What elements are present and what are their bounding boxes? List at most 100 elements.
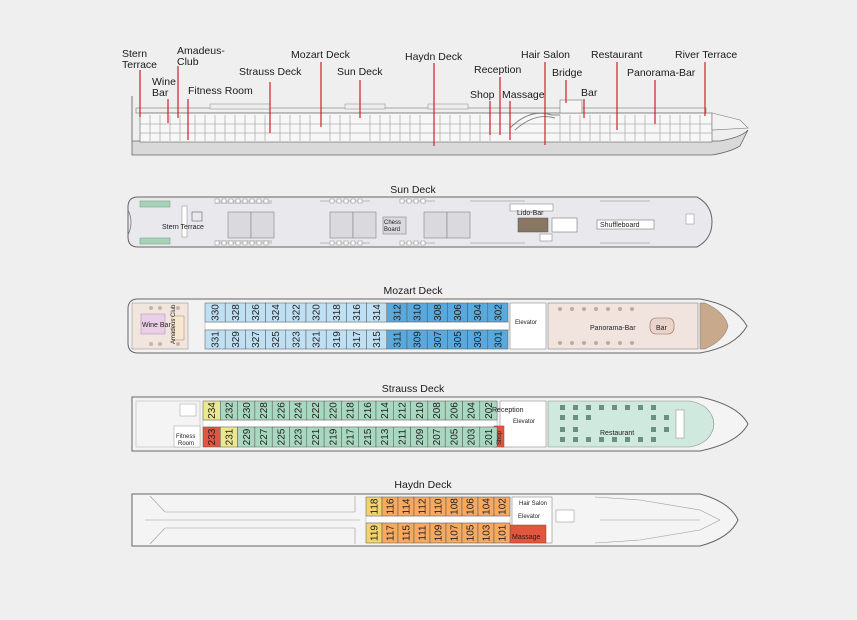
cabin-number: 224 — [294, 402, 305, 419]
haydn-elevator: Elevator — [518, 514, 540, 520]
label-wine-bar-1: Wine — [152, 76, 176, 88]
cabin-number: 229 — [242, 428, 253, 445]
mozart-bar: Bar — [656, 325, 668, 332]
cabin-number: 231 — [224, 428, 235, 445]
cabin-number: 218 — [346, 402, 357, 419]
cabin-cell — [493, 496, 511, 517]
cabin-number: 209 — [415, 428, 426, 445]
cabin-number: 309 — [413, 331, 424, 348]
strauss-fitness-1: Fitness — [176, 434, 195, 440]
label-reception: Reception — [474, 64, 521, 76]
cabin-number: 116 — [386, 498, 397, 514]
cabin-number: 308 — [433, 304, 444, 321]
cabin-number: 227 — [259, 428, 270, 445]
mozart-amadeus-club: Amadeus Club — [171, 304, 177, 344]
cabin-number: 118 — [370, 498, 381, 514]
cabin-number: 325 — [271, 331, 282, 348]
cabin-number: 311 — [392, 331, 403, 347]
cabin-number: 314 — [372, 304, 383, 321]
cabin-number: 220 — [328, 402, 339, 419]
cabin-number: 316 — [352, 304, 363, 321]
cabin-number: 233 — [207, 428, 218, 445]
label-restaurant: Restaurant — [591, 49, 642, 61]
cabin-number: 228 — [259, 402, 270, 419]
label-river-terrace: River Terrace — [675, 49, 737, 61]
cabin-number: 114 — [402, 498, 413, 514]
cabin-number: 331 — [211, 331, 222, 348]
label-hair-salon: Hair Salon — [521, 49, 570, 61]
cabin-number: 207 — [432, 428, 443, 445]
label-stern-terrace-2: Terrace — [122, 59, 157, 71]
cabin-number: 323 — [291, 331, 302, 348]
cabin-number: 221 — [311, 428, 322, 445]
cabin-number: 107 — [450, 524, 461, 541]
cabin-number: 214 — [380, 402, 391, 419]
cabin-number: 210 — [415, 402, 426, 419]
cabin-number: 108 — [450, 498, 461, 515]
label-strauss-deck: Strauss Deck — [239, 66, 302, 78]
cabin-number: 225 — [276, 428, 287, 445]
cabin-number: 222 — [311, 402, 322, 419]
cabin-cell — [487, 329, 509, 350]
cabin-number: 101 — [498, 524, 509, 541]
cabin-cell — [479, 426, 498, 448]
cabin-number: 303 — [473, 331, 484, 348]
profile-labels: Stern Terrace Wine Bar Amadeus- Club Fit… — [122, 45, 737, 101]
cabin-number: 117 — [386, 525, 397, 541]
label-bar: Bar — [581, 87, 598, 99]
strauss-shop: Shop — [497, 430, 503, 445]
cabin-number: 219 — [328, 428, 339, 445]
cabin-number: 317 — [352, 331, 363, 348]
label-amadeus-club-1: Amadeus- — [177, 45, 225, 57]
cabin-number: 115 — [402, 525, 413, 541]
sun-deck-lido-bar: Lido-Bar — [517, 210, 544, 217]
label-fitness-room: Fitness Room — [188, 85, 253, 97]
label-massage: Massage — [502, 89, 545, 101]
cabin-number: 208 — [432, 402, 443, 419]
label-stern-terrace-1: Stern — [122, 48, 147, 60]
cabin-number: 310 — [413, 304, 424, 321]
cabin-number: 223 — [294, 428, 305, 445]
cabin-number: 329 — [231, 331, 242, 348]
cabin-number: 201 — [484, 428, 495, 445]
cabin-number: 226 — [276, 402, 287, 419]
cabin-number: 326 — [251, 304, 262, 321]
cabin-number: 104 — [482, 498, 493, 515]
mozart-deck-title: Mozart Deck — [384, 285, 444, 297]
sun-deck-shuffleboard: Shuffleboard — [600, 222, 640, 229]
cabin-number: 304 — [473, 304, 484, 321]
cabin-cell — [479, 400, 498, 421]
cabin-number: 322 — [291, 304, 302, 321]
cabin-number: 230 — [242, 402, 253, 419]
cabin-number: 202 — [484, 402, 495, 419]
cabin-number: 234 — [207, 402, 218, 419]
cabin-number: 205 — [449, 428, 460, 445]
cabin-number: 102 — [498, 498, 509, 515]
sun-deck-plan — [127, 196, 713, 248]
cabin-number: 110 — [434, 498, 445, 514]
cabin-number: 103 — [482, 524, 493, 541]
cabin-number: 319 — [332, 331, 343, 348]
label-shop: Shop — [470, 89, 495, 101]
strauss-deck-title: Strauss Deck — [382, 383, 445, 395]
strauss-fitness-2: Room — [178, 441, 194, 447]
sun-deck-chess-1: Chess — [384, 220, 401, 226]
cabin-number: 305 — [453, 331, 464, 348]
mozart-panorama-bar: Panorama-Bar — [590, 325, 636, 332]
cabin-number: 312 — [392, 304, 403, 321]
cabin-number: 211 — [397, 429, 408, 445]
cabin-number: 204 — [467, 402, 478, 419]
mozart-elevator: Elevator — [515, 320, 537, 326]
cabin-number: 109 — [434, 524, 445, 541]
cabin-number: 232 — [224, 402, 235, 419]
cabin-number: 111 — [418, 525, 429, 541]
cabin-number: 321 — [312, 331, 323, 348]
haydn-deck-title: Haydn Deck — [394, 479, 452, 491]
cabin-number: 206 — [449, 402, 460, 419]
cabin-number: 320 — [312, 304, 323, 321]
cabin-number: 327 — [251, 331, 262, 348]
strauss-reception: Reception — [492, 407, 524, 414]
cabin-number: 112 — [418, 498, 429, 514]
